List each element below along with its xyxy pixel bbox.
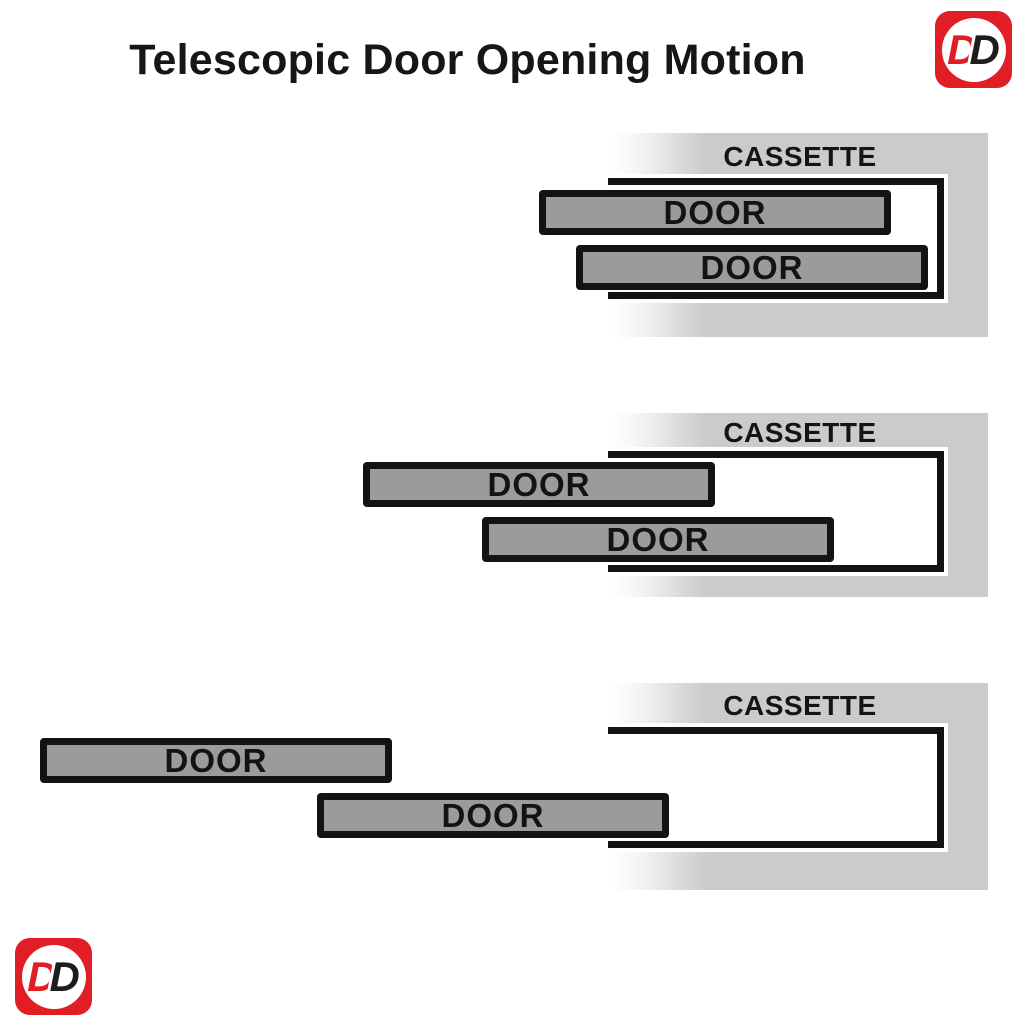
- dd-logo-top-right: D D: [935, 11, 1012, 88]
- door-leaf-front: DOOR: [363, 462, 715, 507]
- door-leaf-rear: DOOR: [576, 245, 928, 290]
- dd-logo-circle: D D: [941, 17, 1006, 82]
- cassette-label: CASSETTE: [723, 690, 877, 721]
- cassette-label: CASSETTE: [723, 141, 877, 172]
- dd-logo-letter-red: D: [27, 952, 58, 1000]
- dd-logo-bottom-left: D D: [15, 938, 92, 1015]
- door-leaf-rear: DOOR: [482, 517, 834, 562]
- door-leaf-front: DOOR: [539, 190, 891, 235]
- door-leaf-front: DOOR: [40, 738, 392, 783]
- dd-logo-circle: D D: [21, 944, 86, 1009]
- dd-logo-letter-red: D: [947, 25, 978, 73]
- page-title: Telescopic Door Opening Motion: [129, 36, 806, 84]
- door-leaf-rear: DOOR: [317, 793, 669, 838]
- cassette-label: CASSETTE: [723, 417, 877, 448]
- dd-logo-letter-dark: D: [969, 25, 1000, 73]
- dd-logo-letter-dark: D: [49, 952, 80, 1000]
